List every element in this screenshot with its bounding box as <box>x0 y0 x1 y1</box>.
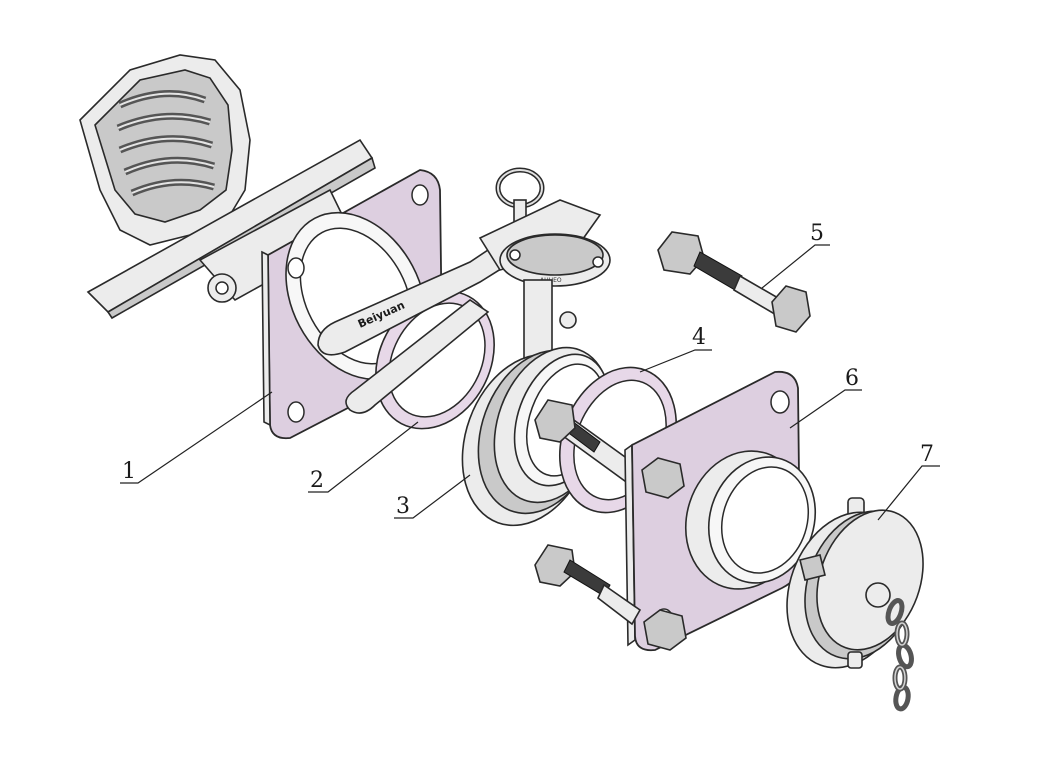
callout-1: 1 <box>120 391 273 484</box>
callout-6: 6 <box>789 366 862 429</box>
assembly-bolt-lower <box>534 544 642 626</box>
callout-label-1: 1 <box>122 459 136 484</box>
part-5-bolt <box>657 231 811 333</box>
callout-7: 7 <box>877 442 940 521</box>
callout-3: 3 <box>394 474 471 519</box>
callout-label-4: 4 <box>692 325 706 350</box>
cap-chain <box>885 598 914 712</box>
callout-label-3: 3 <box>396 494 410 519</box>
spring-coils <box>116 90 216 197</box>
callout-label-6: 6 <box>845 366 859 391</box>
callout-label-5: 5 <box>810 221 824 246</box>
part-7-dust-cap <box>786 497 924 712</box>
callout-5: 5 <box>761 221 830 289</box>
callout-4: 4 <box>639 325 712 373</box>
callout-label-7: 7 <box>920 442 934 467</box>
callout-label-2: 2 <box>310 468 324 493</box>
part-6-flange-adapter <box>624 370 817 652</box>
callout-2: 2 <box>308 421 419 493</box>
